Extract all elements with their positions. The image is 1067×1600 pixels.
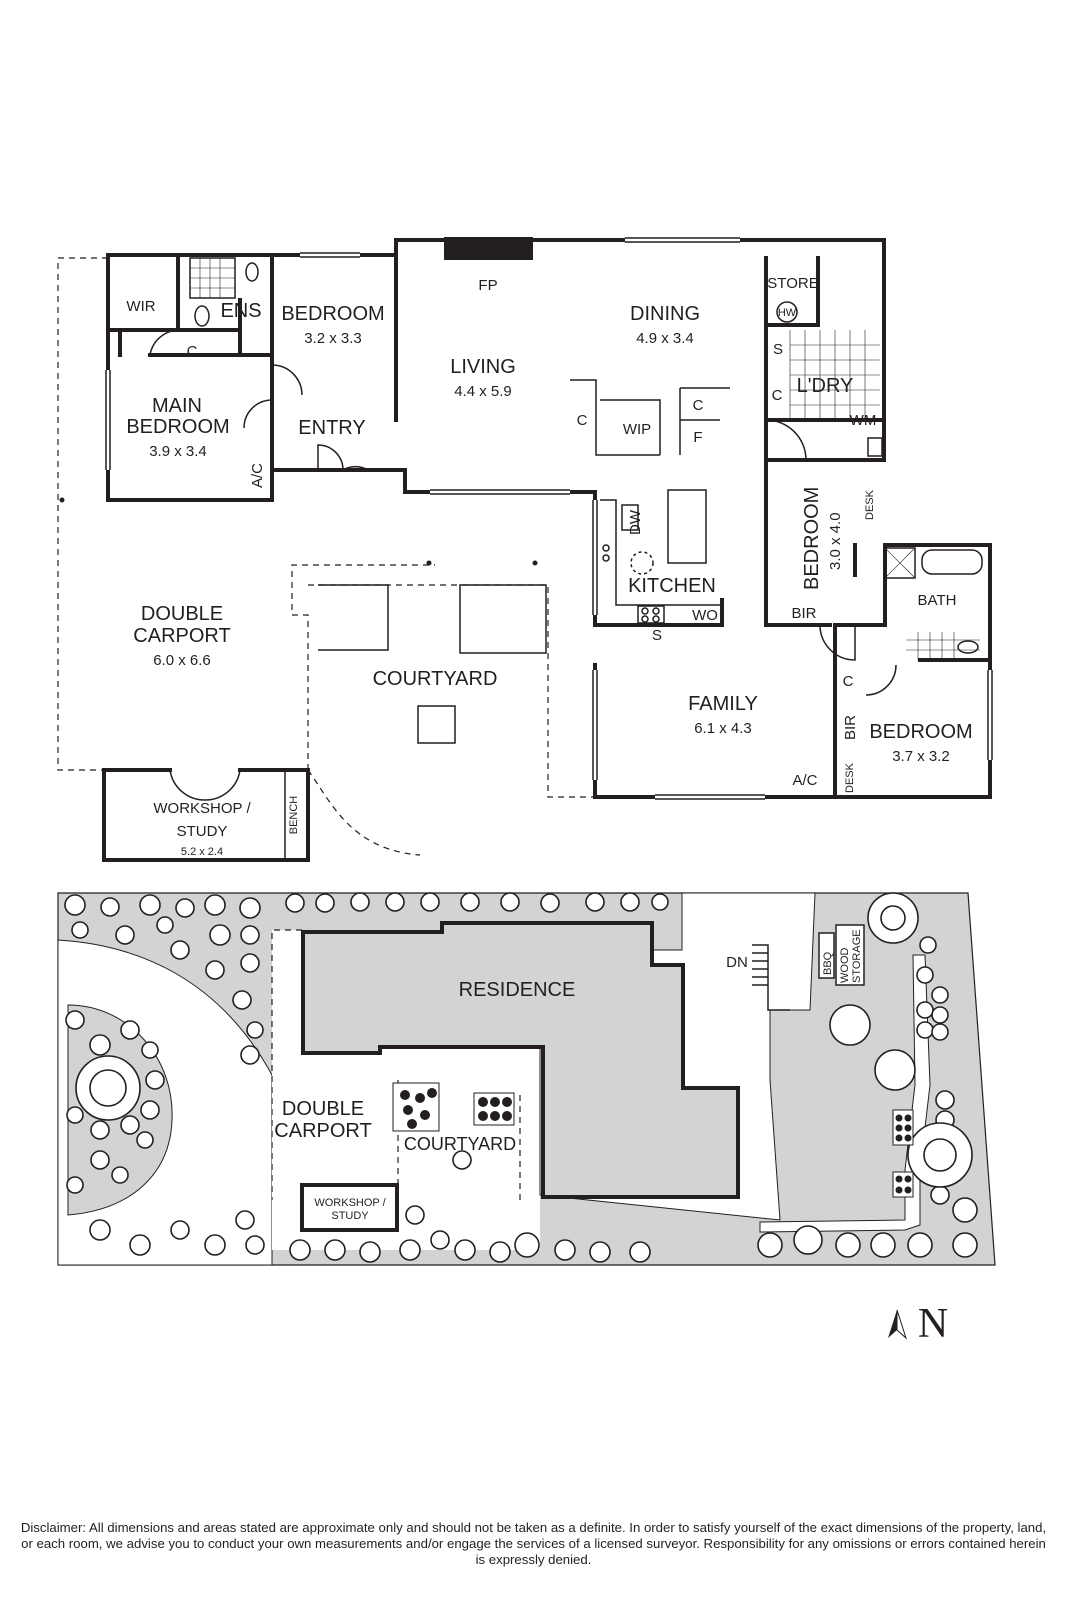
bathroom-fixtures (884, 547, 983, 660)
site-label-bbq: BBQ (822, 951, 834, 975)
room-label-workshop-line1: WORKSHOP / (153, 800, 251, 817)
site-label-workshop-line1: WORKSHOP / (314, 1197, 386, 1209)
room-label-dining: DINING (630, 303, 700, 325)
carport-dash (271, 929, 521, 1200)
site-wood-storage (835, 924, 865, 986)
room-label-laundry: L'DRY (797, 375, 854, 397)
courtyard-outline (308, 584, 594, 798)
room-dims-main-bedroom: 3.9 x 3.4 (149, 443, 207, 460)
fixture-ac-family: A/C (792, 772, 817, 789)
workshop-door (169, 769, 241, 801)
planter-shrubs (392, 1082, 914, 1198)
site-bbq (818, 932, 835, 979)
site-label-carport-line1: DOUBLE (282, 1098, 364, 1120)
fixture-c-pantry: C (693, 397, 704, 414)
carport-outline (57, 257, 435, 856)
room-dims-bedroom-3: 3.0 x 4.0 (827, 512, 844, 570)
ensuite-tiles (189, 257, 259, 327)
room-label-kitchen: KITCHEN (628, 575, 716, 597)
courtyard-features (59, 497, 547, 744)
room-label-main-bedroom-line2: BEDROOM (126, 416, 229, 438)
fixture-bir-bedroom-3: BIR (791, 605, 816, 622)
fixture-ac-main: A/C (249, 463, 266, 488)
fixture-wip: WIP (623, 421, 651, 438)
room-label-living: LIVING (450, 356, 516, 378)
site-plan: RESIDENCE DOUBLE CARPORT COURTYARD WORKS… (57, 892, 996, 1266)
workshop-walls (102, 768, 310, 862)
room-label-bedroom-2: BEDROOM (281, 303, 384, 325)
site-label-workshop-line2: STUDY (331, 1210, 369, 1222)
room-dims-bedroom-2: 3.2 x 3.3 (304, 330, 362, 347)
fixture-hw: HW (778, 307, 797, 319)
north-compass: N (888, 1301, 948, 1347)
room-label-family: FAMILY (688, 693, 758, 715)
fixture-bench: BENCH (288, 796, 300, 835)
room-label-entry: ENTRY (298, 417, 365, 439)
room-label-bedroom-4: BEDROOM (869, 721, 972, 743)
site-label-wood-storage-line1: WOOD (839, 948, 851, 983)
fixture-s-kitchen: S (652, 627, 662, 644)
residence-footprint (301, 921, 740, 1199)
site-label-dn: DN (726, 954, 748, 971)
fixture-desk-bedroom-4: DESK (844, 762, 856, 793)
rear-path (759, 954, 931, 1233)
kitchen-fixtures (570, 379, 730, 624)
site-workshop (300, 1183, 399, 1232)
room-label-courtyard: COURTYARD (373, 668, 498, 690)
room-label-carport-line1: DOUBLE (141, 603, 223, 625)
room-label-store: STORE (767, 275, 818, 292)
room-label-bedroom-3: BEDROOM (801, 487, 823, 590)
north-label: N (918, 1301, 948, 1347)
room-label-carport-line2: CARPORT (133, 625, 230, 647)
room-label-wir: WIR (126, 298, 155, 315)
site-steps (752, 944, 790, 1011)
large-trees (75, 892, 973, 1188)
fp-label: FP (478, 277, 497, 294)
fixture-c-bedroom-4: C (843, 673, 854, 690)
room-dims-living: 4.4 x 5.9 (454, 383, 512, 400)
shrubs (64, 892, 978, 1263)
site-label-carport-line2: CARPORT (274, 1120, 371, 1142)
fixture-dw: DW (627, 509, 644, 535)
doors (149, 329, 897, 696)
interior-walls (106, 253, 992, 799)
disclaimer-text: Disclaimer: All dimensions and areas sta… (20, 1520, 1047, 1567)
site-label-residence: RESIDENCE (459, 979, 576, 1001)
room-label-ens: ENS (220, 300, 261, 322)
room-dims-carport: 6.0 x 6.6 (153, 652, 211, 669)
windows (105, 237, 993, 800)
room-label-bath: BATH (918, 592, 957, 609)
fixture-c-laundry: C (772, 387, 783, 404)
fixture-s-laundry: S (773, 341, 783, 358)
floor-plan: FP (57, 237, 993, 862)
fixture-desk-bedroom-3: DESK (864, 489, 876, 520)
room-label-workshop-line2: STUDY (177, 823, 228, 840)
fixture-f: F (693, 429, 702, 446)
north-arrow-icon (888, 1310, 897, 1338)
room-dims-family: 6.1 x 4.3 (694, 720, 752, 737)
room-dims-dining: 4.9 x 3.4 (636, 330, 694, 347)
room-label-main-bedroom-line1: MAIN (152, 395, 202, 417)
site-label-wood-storage-line2: STORAGE (851, 929, 863, 983)
room-dims-workshop: 5.2 x 2.4 (181, 846, 223, 858)
fixture-bir-bedroom-4: BIR (842, 715, 859, 740)
fixture-wm: WM (850, 412, 877, 429)
fixture-wo: WO (692, 607, 718, 624)
site-label-courtyard: COURTYARD (404, 1134, 516, 1154)
fireplace-shape (444, 237, 533, 260)
fixture-c-ens: C (187, 343, 198, 360)
fixture-c-kitchen: C (577, 412, 588, 429)
laundry-tiles (776, 301, 883, 457)
room-dims-bedroom-4: 3.7 x 3.2 (892, 748, 950, 765)
